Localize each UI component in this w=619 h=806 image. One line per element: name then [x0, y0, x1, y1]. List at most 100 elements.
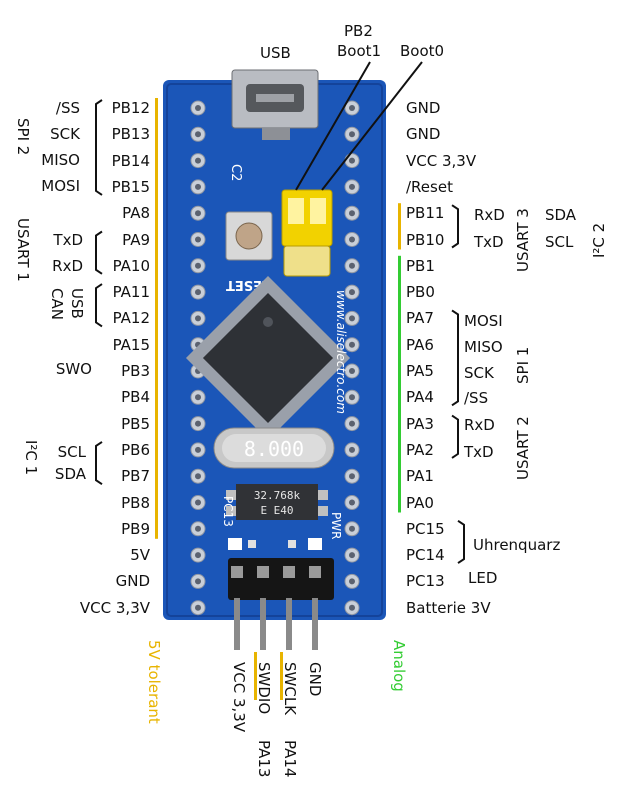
bottom-pa13: PA13: [255, 740, 273, 778]
right-pin-label: PB0: [406, 283, 435, 302]
crystal-8mhz: [213, 427, 335, 469]
group-usart1: USART 1: [14, 218, 32, 282]
right-pin-hole-center: [349, 394, 355, 401]
left-pin-label: PB6: [121, 440, 150, 459]
left-pin-hole-center: [195, 131, 201, 138]
bar-analog: [398, 255, 401, 513]
left-pin-label: 5V: [130, 546, 150, 565]
group-usart3: USART 3: [514, 208, 532, 272]
right-pin-hole-center: [349, 289, 355, 296]
group-usb: USB: [68, 288, 86, 319]
right-pin-label: PA0: [406, 493, 434, 512]
left-pin-label: PA11: [112, 283, 150, 302]
swd-header: [228, 558, 334, 650]
left-pin-label: PB12: [111, 99, 150, 117]
left-pin-hole-center: [195, 420, 201, 427]
left-func-sck: SCK: [50, 125, 80, 143]
right-pin-hole-center: [349, 157, 355, 164]
left-pin-label: PB15: [111, 177, 150, 196]
left-pin-label: PB5: [121, 414, 150, 433]
bar-5v-tolerant: [155, 98, 158, 539]
left-pin-label: PB7: [121, 467, 150, 486]
right-pin-hole-center: [349, 499, 355, 506]
right-pin-label: VCC 3,3V: [406, 151, 477, 170]
left-pin-label: PA15: [112, 335, 150, 354]
left-pin-hole-center: [195, 157, 201, 164]
right-pin-hole-center: [349, 525, 355, 532]
usb-label: USB: [260, 44, 291, 62]
group-i2c2: I²C 2: [590, 222, 608, 258]
right-pin-hole-center: [349, 368, 355, 374]
left-pin-hole-center: [195, 183, 201, 190]
right-pin-hole-center: [349, 446, 355, 453]
group-spi2: SPI 2: [14, 118, 32, 156]
bottom-vcc: VCC 3,3V: [230, 662, 248, 733]
legend-bars: [155, 98, 401, 700]
right-func-miso1: MISO: [464, 338, 503, 356]
usb-connector: [231, 69, 319, 140]
left-pin-label: VCC 3,3V: [79, 598, 150, 617]
right-pin-label: PC14: [406, 546, 445, 565]
right-pin-label: PB10: [406, 230, 445, 249]
right-func-mosi1: MOSI: [464, 312, 503, 330]
right-pin-label: Batterie 3V: [406, 598, 491, 617]
left-pin-label: PA8: [122, 204, 150, 223]
left-pin-hole-center: [195, 262, 201, 269]
right-pin-hole-center: [349, 341, 355, 348]
left-func-txd: TxD: [53, 231, 83, 249]
right-pin-label: PA2: [406, 440, 434, 459]
c2-silkscreen: C2: [228, 164, 243, 181]
left-pin-hole-center: [195, 499, 201, 506]
legend-5v-tolerant: 5V tolerant: [145, 640, 163, 724]
right-pin-label: PC15: [406, 519, 445, 538]
right-pin-label: PA3: [406, 414, 434, 433]
right-pin-hole-center: [349, 262, 355, 269]
left-pin-hole-center: [195, 525, 201, 532]
bar-swd-2: [280, 652, 283, 700]
right-pin-label: PC13: [406, 572, 445, 591]
right-pin-hole-center: [349, 473, 355, 480]
right-pin-label: PB1: [406, 256, 435, 275]
left-pin-hole-center: [195, 236, 201, 243]
right-pin-label: PA4: [406, 388, 434, 407]
bottom-gnd: GND: [306, 662, 324, 697]
right-func-scl2: SCL: [545, 233, 574, 251]
left-pin-hole-center: [195, 552, 201, 559]
group-i2c1: I²C 1: [22, 440, 40, 476]
group-brackets: [95, 99, 465, 564]
left-pin-hole-center: [195, 473, 201, 480]
left-pin-label: PB8: [121, 493, 150, 512]
bottom-swclk: SWCLK: [281, 662, 299, 716]
bottom-pa14: PA14: [281, 740, 299, 778]
boot0-label: Boot0: [400, 42, 445, 60]
crystal-label: 8.000: [244, 437, 304, 461]
left-func-sda: SDA: [54, 465, 86, 483]
bar-5v-tolerant-right: [398, 203, 401, 250]
left-func-mosi: MOSI: [41, 177, 80, 195]
left-func-scl: SCL: [57, 443, 86, 461]
right-pin-hole-center: [349, 578, 355, 585]
right-pin-hole-center: [349, 604, 355, 611]
right-pin-label: PB11: [406, 204, 445, 223]
left-pin-label: GND: [115, 572, 150, 591]
right-pin-hole-center: [349, 420, 355, 427]
left-pin-label: PA9: [122, 230, 150, 249]
left-pin-label: PB14: [111, 151, 150, 170]
pb2-label: PB2: [344, 22, 373, 40]
right-pin-hole-center: [349, 552, 355, 559]
right-pin-holes: [344, 100, 360, 616]
bracket-usart3: [451, 204, 459, 249]
right-func-rxd3: RxD: [474, 206, 505, 224]
left-func-ss: /SS: [55, 99, 80, 117]
site-silkscreen: www.aliselectro.com: [334, 290, 348, 414]
boot1-label: Boot1: [337, 42, 382, 60]
right-pin-label: /Reset: [406, 177, 453, 196]
crystal-small-label-2: E E40: [260, 504, 293, 517]
bracket-usart1: [95, 230, 103, 275]
pwr-silkscreen: PWR: [329, 512, 343, 539]
right-pin-hole-center: [349, 131, 355, 138]
right-pin-label: PA5: [406, 362, 434, 380]
left-func-rxd: RxD: [52, 257, 83, 275]
left-pin-hole-center: [195, 604, 201, 611]
